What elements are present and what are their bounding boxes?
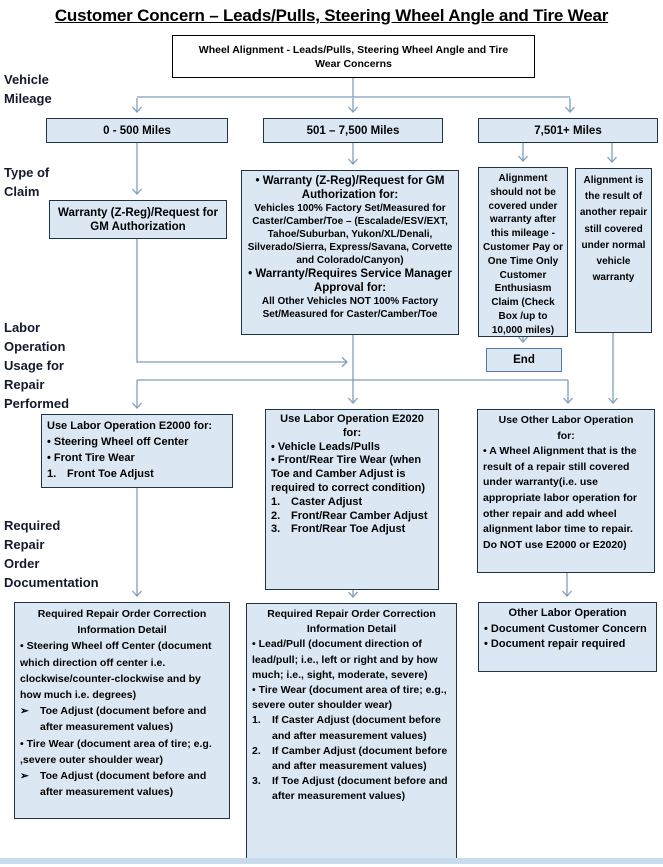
- labor-e2020-items: • Vehicle Leads/Pulls• Front/Rear Tire W…: [271, 441, 433, 538]
- claim-detail-heading-1: • Warranty (Z-Reg)/Request for GM Author…: [255, 175, 445, 201]
- root-concern-box: Wheel Alignment - Leads/Pulls, Steering …: [172, 35, 535, 78]
- list-item: ➢Toe Adjust (document before and after m…: [20, 770, 207, 799]
- list-item: 3.Front/Rear Toe Adjust: [271, 523, 406, 536]
- side-label-labor-operation: Labor Operation Usage for Repair Perform…: [4, 320, 70, 411]
- list-item: • Tire Wear (document area of tire; e.g.…: [252, 684, 447, 712]
- labor-e2000-heading: Use Labor Operation E2000 for:: [47, 420, 213, 432]
- list-item: • Front Tire Wear: [47, 452, 135, 464]
- list-item: • Front/Rear Tire Wear (when Toe and Cam…: [271, 454, 426, 494]
- list-item: • Lead/Pull (document direction of lead/…: [252, 638, 438, 681]
- labor-other-heading: Use Other Labor Operation for:: [498, 414, 634, 442]
- doc-middle-items: • Lead/Pull (document direction of lead/…: [252, 637, 451, 804]
- list-item: • Document Customer Concern: [484, 622, 647, 635]
- list-item: 3.If Toe Adjust (document before and aft…: [252, 775, 448, 803]
- end-box: End: [486, 348, 562, 372]
- list-item: ➢Toe Adjust (document before and after m…: [20, 705, 207, 734]
- list-item: • Document repair required: [484, 638, 626, 650]
- mileage-box-7501-plus: 7,501+ Miles: [478, 118, 658, 143]
- claim-other-repair-box: Alignment is the result of another repai…: [575, 168, 652, 333]
- doc-left-items: • Steering Wheel off Center (document wh…: [20, 638, 224, 800]
- mileage-box-0-500: 0 - 500 Miles: [46, 118, 228, 143]
- side-label-required-documentation: Required Repair Order Documentation: [4, 518, 99, 590]
- doc-right-items: • Document Customer Concern • Document re…: [484, 622, 651, 653]
- mileage-box-501-7500: 501 – 7,500 Miles: [263, 118, 443, 143]
- doc-right-heading: Other Labor Operation: [508, 607, 627, 619]
- list-item: • Steering Wheel off Center: [47, 436, 189, 448]
- list-item: • Vehicle Leads/Pulls: [271, 440, 381, 453]
- claim-detail-vehicles: Vehicles 100% Factory Set/Measured for C…: [247, 203, 453, 266]
- labor-e2020-heading: Use Labor Operation E2020 for:: [280, 413, 424, 439]
- labor-other-items: • A Wheel Alignment that is the result o…: [483, 444, 649, 553]
- side-label-vehicle-mileage: Vehicle Mileage: [4, 72, 52, 106]
- claim-authorization-detail-box: • Warranty (Z-Reg)/Request for GM Author…: [241, 170, 459, 335]
- doc-detail-left-box: Required Repair Order Correction Informa…: [14, 602, 230, 819]
- labor-e2000-box: Use Labor Operation E2000 for: • Steerin…: [41, 414, 233, 488]
- list-item: 1.Front Toe Adjust: [47, 468, 154, 480]
- labor-e2020-box: Use Labor Operation E2020 for: • Vehicle…: [265, 409, 439, 590]
- bottom-edge-strip: [0, 858, 663, 864]
- claim-warranty-zreg-box: Warranty (Z-Reg)/Request for GM Authoriz…: [49, 200, 227, 239]
- claim-detail-heading-2: • Warranty/Requires Service Manager Appr…: [248, 268, 452, 294]
- doc-detail-middle-box: Required Repair Order Correction Informa…: [246, 603, 457, 862]
- labor-e2000-items: • Steering Wheel off Center • Front Tire …: [47, 434, 227, 482]
- labor-other-box: Use Other Labor Operation for: • A Wheel…: [477, 409, 655, 573]
- list-item: 2.If Camber Adjust (document before and …: [252, 744, 448, 773]
- claim-customer-pay-box: Alignment should not be covered under wa…: [478, 167, 568, 337]
- list-item: • Tire Wear (document area of tire; e.g.…: [20, 737, 212, 766]
- list-item: 1.If Caster Adjust (document before and …: [252, 714, 441, 742]
- list-item: • Steering Wheel off Center (document wh…: [20, 640, 212, 702]
- side-label-type-of-claim: Type of Claim: [4, 165, 50, 199]
- doc-middle-heading: Required Repair Order Correction Informa…: [267, 608, 436, 636]
- claim-detail-other-vehicles: All Other Vehicles NOT 100% Factory Set/…: [261, 296, 439, 320]
- page-title: Customer Concern – Leads/Pulls, Steering…: [54, 6, 609, 25]
- doc-other-labor-box: Other Labor Operation • Document Custome…: [478, 602, 657, 672]
- list-item: 2.Front/Rear Camber Adjust: [271, 509, 428, 522]
- list-item: 1.Caster Adjust: [271, 495, 363, 508]
- doc-left-heading: Required Repair Order Correction Informa…: [37, 608, 207, 637]
- list-item: • A Wheel Alignment that is the result o…: [483, 445, 638, 551]
